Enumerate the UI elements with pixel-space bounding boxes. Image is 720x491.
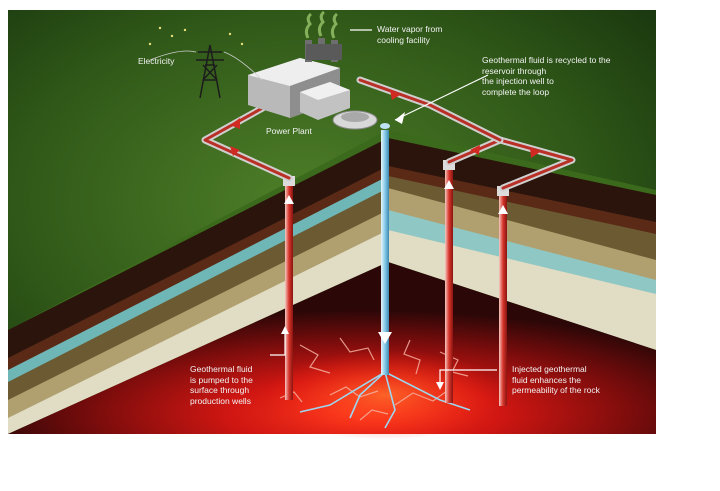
label-power-plant: Power Plant	[266, 126, 312, 136]
label-pumped: Geothermal fluid is pumped to the surfac…	[190, 364, 253, 406]
injection-well	[378, 130, 392, 375]
heat-exchanger	[332, 110, 390, 130]
production-flow-arrows	[284, 180, 508, 214]
leader-lines	[270, 29, 497, 385]
electricity-sparks	[148, 26, 244, 46]
label-water-vapor: Water vapor from cooling facility	[377, 24, 443, 45]
leader-arrowheads	[281, 112, 444, 390]
label-injected: Injected geothermal fluid enhances the p…	[512, 364, 600, 395]
transmission-tower-icon	[149, 44, 263, 99]
injection-fracture-network	[299, 371, 471, 429]
pipe-flow-arrows	[230, 90, 540, 158]
label-electricity: Electricity	[138, 56, 175, 66]
label-recycled: Geothermal fluid is recycled to the rese…	[482, 55, 611, 97]
power-plant-icon	[248, 10, 350, 120]
